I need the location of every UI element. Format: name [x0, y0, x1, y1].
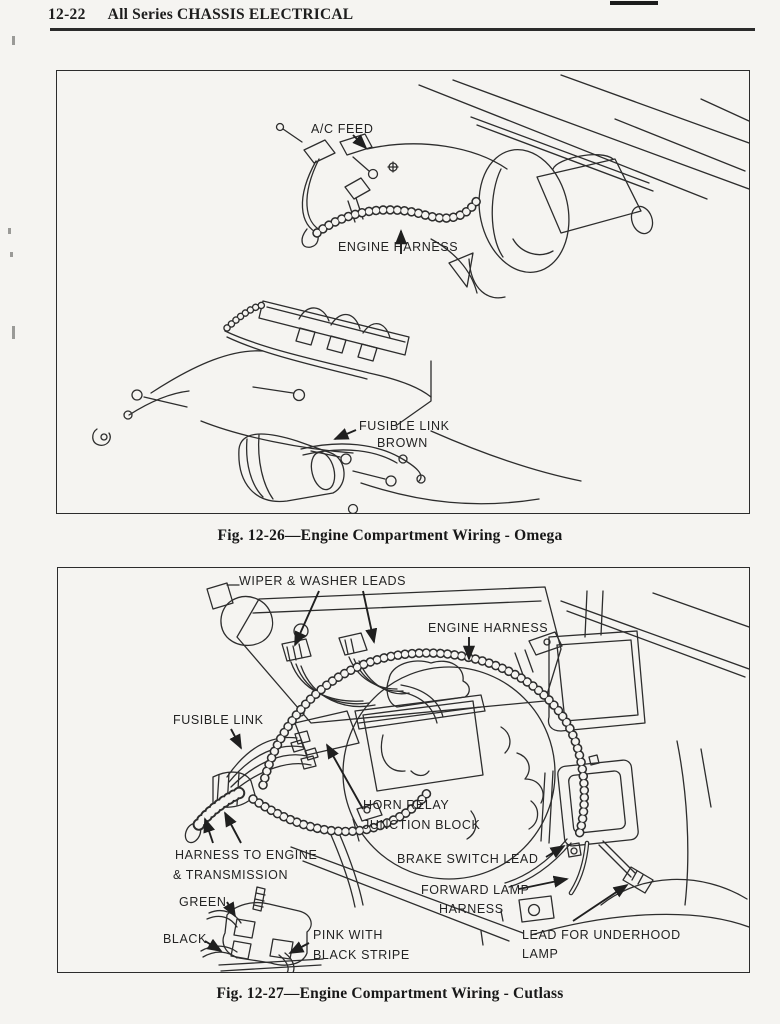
label-black: BLACK: [163, 932, 207, 946]
label-horn-relay: HORN RELAY: [363, 798, 449, 812]
omega-drawing: A/C FEED ENGINE HARNESS FUSIBLE LINK BRO…: [92, 74, 749, 513]
label-green: GREEN: [179, 895, 226, 909]
scan-artifact: [12, 326, 15, 339]
scan-artifact: [610, 1, 658, 5]
label-black-stripe: BLACK STRIPE: [313, 948, 410, 962]
label-transmission: & TRANSMISSION: [173, 868, 288, 882]
label-engine-harness: ENGINE HARNESS: [338, 240, 458, 254]
label-lamp: LAMP: [522, 947, 558, 961]
label-ac-feed: A/C FEED: [311, 122, 373, 136]
label-brake-switch-lead: BRAKE SWITCH LEAD: [397, 852, 538, 866]
label-junction-block: JUNCTION BLOCK: [363, 818, 481, 832]
label-fusible-link: FUSIBLE LINK: [359, 419, 450, 433]
page-header: 12-22 All Series CHASSIS ELECTRICAL: [48, 6, 353, 24]
label-forward-lamp: FORWARD LAMP: [421, 883, 530, 897]
label-fusible-link-color: BROWN: [377, 436, 428, 450]
figure-cutlass-frame: WIPER & WASHER LEADS ENGINE HARNESS FUSI…: [57, 567, 750, 973]
label-pink-with: PINK WITH: [313, 928, 383, 942]
label-fusible-link: FUSIBLE LINK: [173, 713, 264, 727]
scan-artifact: [10, 252, 13, 257]
label-wiper-washer-leads: WIPER & WASHER LEADS: [239, 574, 406, 588]
page-title: All Series CHASSIS ELECTRICAL: [107, 6, 354, 23]
label-harness-to-engine: HARNESS TO ENGINE: [175, 848, 317, 862]
header-rule: [50, 28, 755, 31]
label-engine-harness: ENGINE HARNESS: [428, 621, 548, 635]
scan-artifact: [8, 228, 11, 234]
label-forward-lamp-harness: HARNESS: [439, 902, 504, 916]
label-lead-underhood: LEAD FOR UNDERHOOD: [522, 928, 681, 942]
scan-artifact: [12, 36, 15, 45]
cutlass-drawing: WIPER & WASHER LEADS ENGINE HARNESS FUSI…: [163, 574, 749, 972]
figure-caption-cutlass: Fig. 12-27—Engine Compartment Wiring - C…: [216, 985, 564, 1002]
page-number: 12-22: [48, 6, 86, 23]
figure-caption-omega: Fig. 12-26—Engine Compartment Wiring - O…: [217, 527, 563, 544]
figure-omega-frame: A/C FEED ENGINE HARNESS FUSIBLE LINK BRO…: [56, 70, 750, 514]
